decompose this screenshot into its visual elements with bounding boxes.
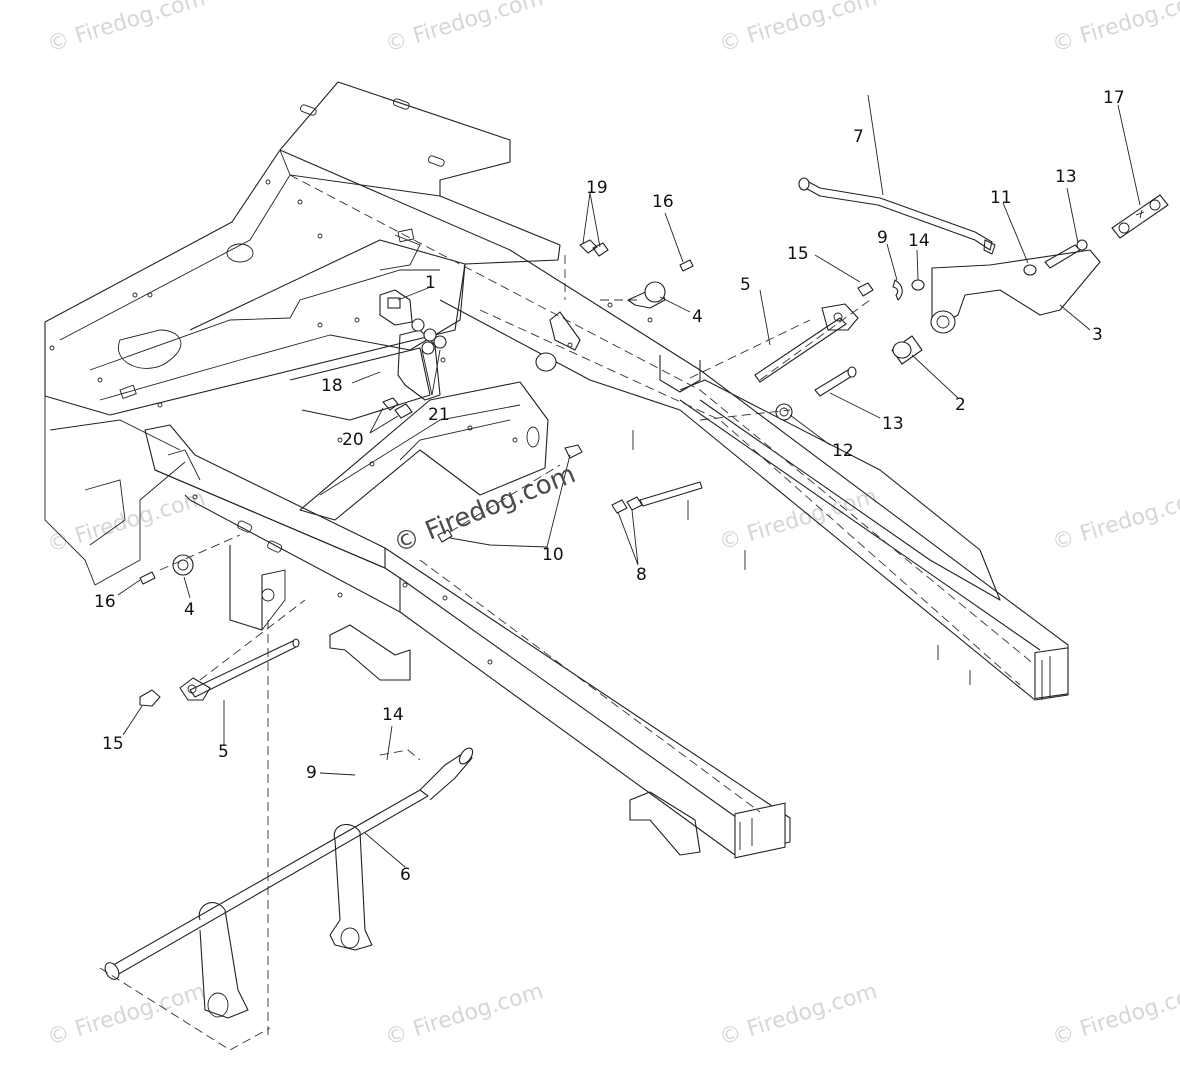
watermark: © Firedog.com xyxy=(716,979,880,1051)
callout-15: 15 xyxy=(787,244,809,264)
watermark-layer: © Firedog.com © Firedog.com © Firedog.co… xyxy=(44,0,1180,1051)
callout-15: 15 xyxy=(102,734,124,754)
callout-4: 4 xyxy=(692,307,703,327)
callout-20: 20 xyxy=(342,430,364,450)
callout-16: 16 xyxy=(652,192,674,212)
callout-4: 4 xyxy=(184,600,195,620)
callout-7: 7 xyxy=(853,127,864,147)
callout-labels: 1 2 3 4 4 5 5 6 7 8 9 9 10 11 12 13 13 1… xyxy=(94,88,1125,885)
frame-deck-plate xyxy=(44,81,561,586)
callout-12: 12 xyxy=(832,441,854,461)
callout-11: 11 xyxy=(990,188,1012,208)
callout-14: 14 xyxy=(908,231,930,251)
callout-3: 3 xyxy=(1092,325,1103,345)
left-pin-group xyxy=(139,534,306,707)
watermark: © Firedog.com xyxy=(716,0,880,58)
callout-5: 5 xyxy=(740,275,751,295)
watermark: © Firedog.com xyxy=(1049,0,1180,58)
callout-18: 18 xyxy=(321,376,343,396)
callout-10: 10 xyxy=(542,545,564,565)
callout-16: 16 xyxy=(94,592,116,612)
callout-17: 17 xyxy=(1103,88,1125,108)
callout-6: 6 xyxy=(400,865,411,885)
watermark: © Firedog.com xyxy=(44,979,208,1051)
callout-19: 19 xyxy=(586,178,608,198)
callout-8: 8 xyxy=(636,565,647,585)
callout-21: 21 xyxy=(428,405,450,425)
right-hardware xyxy=(611,177,1169,514)
callout-13: 13 xyxy=(1055,167,1077,187)
watermark: © Firedog.com xyxy=(44,0,208,58)
callout-9: 9 xyxy=(306,763,317,783)
rear-pivot-shaft xyxy=(99,620,474,1051)
watermark: © Firedog.com xyxy=(44,486,208,558)
frame-inner-box xyxy=(189,228,549,521)
callout-2: 2 xyxy=(955,395,966,415)
leader-lines xyxy=(117,94,1141,868)
lower-lift-arm xyxy=(329,547,791,859)
callout-1: 1 xyxy=(425,273,436,293)
callout-14: 14 xyxy=(382,705,404,725)
watermark: © Firedog.com xyxy=(382,979,546,1051)
watermark: © Firedog.com xyxy=(382,0,546,58)
watermark: © Firedog.com xyxy=(1049,979,1180,1051)
upper-lift-arm xyxy=(279,149,1069,701)
callout-9: 9 xyxy=(877,228,888,248)
callout-13: 13 xyxy=(882,414,904,434)
watermark: © Firedog.com xyxy=(1049,484,1180,556)
center-hardware xyxy=(379,239,694,543)
watermark: © Firedog.com xyxy=(716,484,880,556)
callout-5: 5 xyxy=(218,742,229,762)
